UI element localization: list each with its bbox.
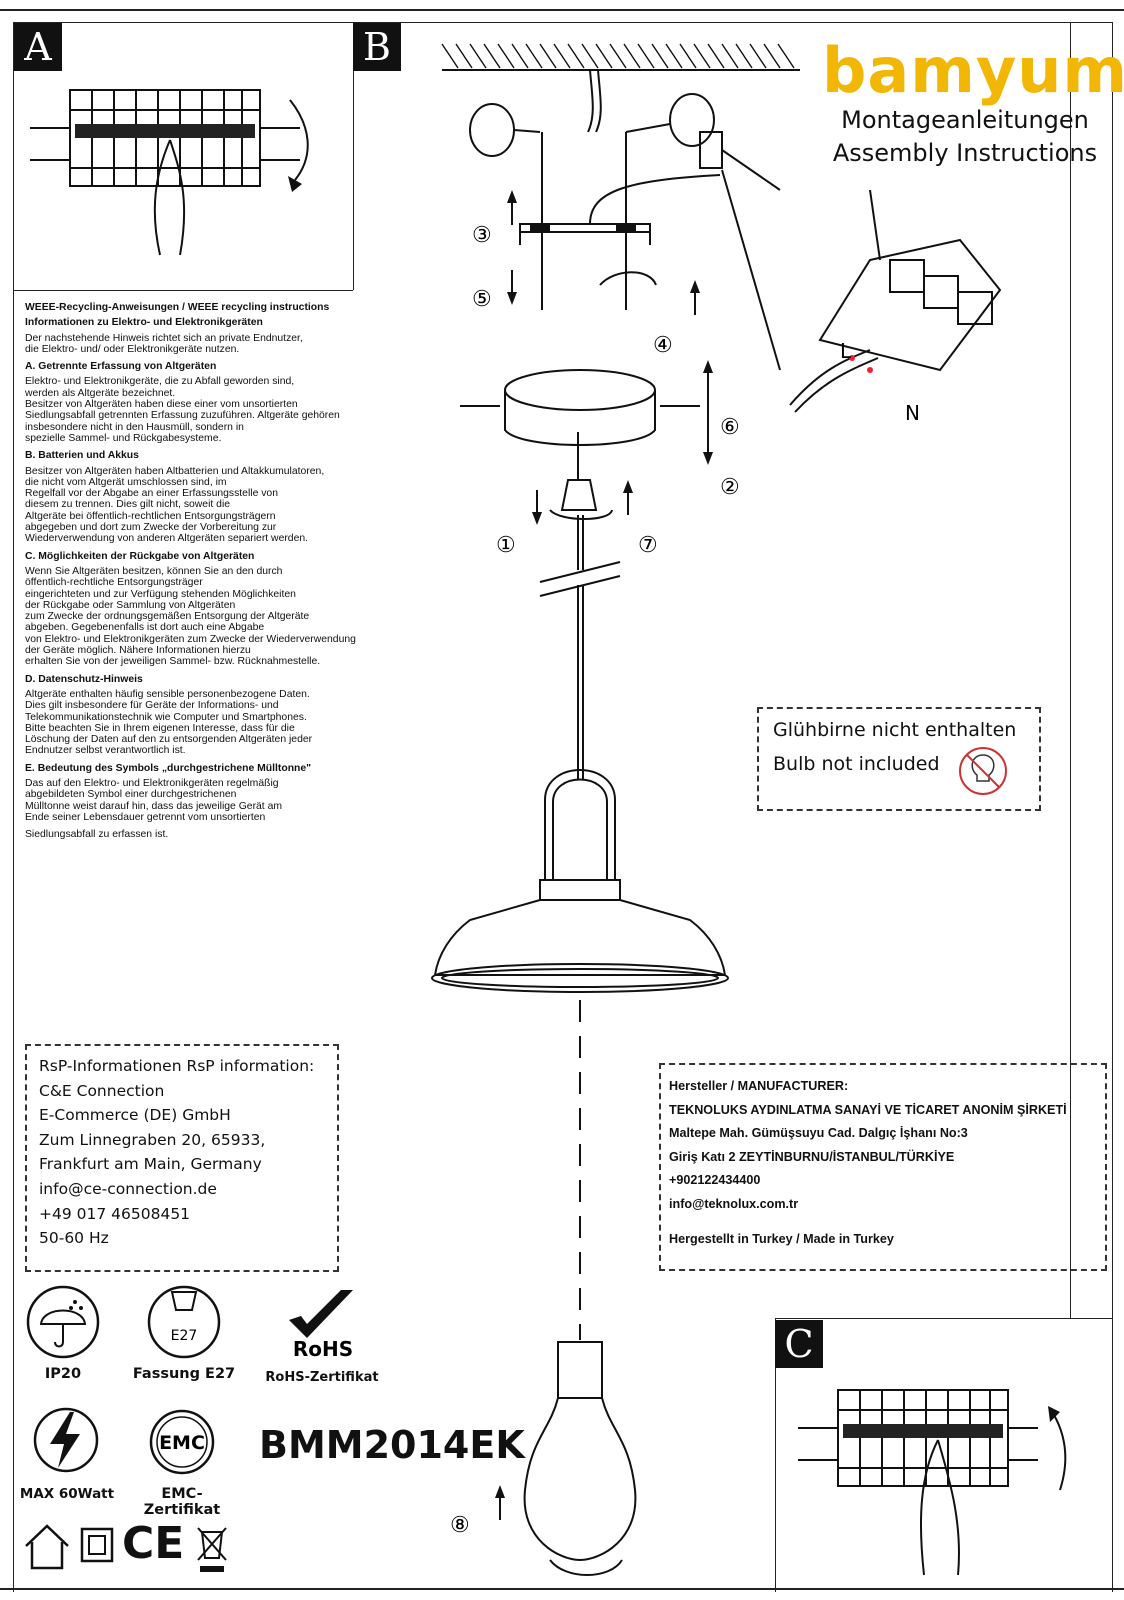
indoor-use-icon: [25, 1524, 69, 1570]
bulb-note-en: Bulb not included: [773, 753, 940, 775]
panel-a-right: [353, 22, 354, 290]
right-border: [1112, 22, 1113, 1592]
rsp-title: RsP-Informationen RsP information:: [39, 1057, 315, 1075]
step-8-label: ⑧: [450, 1513, 470, 1538]
rsp-line: C&E Connection: [39, 1081, 165, 1100]
weee-text-e: Das auf den Elektro- und Elektronikgerät…: [25, 777, 283, 823]
weee-title: WEEE-Recycling-Anweisungen / WEEE recycl…: [25, 302, 330, 313]
rsp-line: Zum Linnegraben 20, 65933,: [39, 1130, 266, 1149]
e27-label: Fassung E27: [132, 1366, 236, 1382]
class-ii-icon: [80, 1527, 114, 1563]
step-2-label: ②: [720, 475, 740, 500]
breaker-off-illustration: [30, 89, 309, 256]
weee-text-c: Wenn Sie Altgeräten besitzen, können Sie…: [25, 565, 356, 668]
model-number: BMM2014EK: [259, 1423, 525, 1467]
bulb-note-de: Glühbirne nicht enthalten: [773, 719, 1017, 741]
made-in: Hergestellt in Turkey / Made in Turkey: [669, 1232, 894, 1246]
manufacturer-name: TEKNOLUKS AYDINLATMA SANAYİ VE TİCARET A…: [669, 1102, 1067, 1117]
step-7-label: ⑦: [638, 533, 658, 558]
manufacturer-address: Maltepe Mah. Gümüşsuyu Cad. Dalgıç İşhan…: [669, 1126, 968, 1140]
ip20-label: IP20: [44, 1366, 82, 1382]
crossed-bin-icon: [197, 1527, 227, 1572]
inner-top-border: [13, 22, 1113, 23]
breaker-on-illustration: [798, 1389, 1067, 1576]
panel-a-bottom: [13, 290, 353, 291]
rsp-phone: +49 017 46508451: [39, 1204, 191, 1223]
weee-heading-a: A. Getrennte Erfassung von Altgeräten: [25, 361, 217, 373]
top-border: [0, 9, 1124, 11]
rsp-line: Frankfurt am Main, Germany: [39, 1155, 262, 1174]
manufacturer-phone: +902122434400: [669, 1173, 761, 1187]
weee-subtitle: Informationen zu Elektro- und Elektronik…: [25, 317, 263, 329]
e27-socket-icon: E27: [147, 1285, 221, 1359]
weee-closing: Siedlungsabfall zu erfassen ist.: [25, 829, 169, 841]
step-4-label: ④: [653, 333, 673, 358]
right-inner-line: [1070, 22, 1071, 1318]
e27-inner-text: E27: [171, 1328, 198, 1344]
step-5-label: ⑤: [472, 287, 492, 312]
bulb-not-included-note: Glühbirne nicht enthalten Bulb not inclu…: [757, 707, 1041, 811]
title-en: Assembly Instructions: [832, 139, 1098, 167]
wire-l-label: L: [840, 339, 852, 363]
weee-text-d: Altgeräte enthalten häufig sensible pers…: [25, 688, 313, 757]
panel-b-tag: B: [353, 23, 401, 71]
weee-heading-b: B. Batterien und Akkus: [25, 450, 139, 462]
manufacturer-heading: Hersteller / MANUFACTURER:: [669, 1079, 849, 1093]
emc-mark: EMC: [159, 1432, 205, 1454]
manufacturer-email: info@teknolux.com.tr: [669, 1196, 799, 1211]
wire-n-label: N: [905, 401, 920, 425]
rohs-mark: RoHS: [293, 1337, 353, 1358]
panel-a-tag: A: [14, 23, 62, 71]
brand-logo: bamyum: [822, 34, 1124, 107]
panel-c-top: [775, 1318, 1112, 1319]
umbrella-icon: [26, 1285, 100, 1359]
left-border: [13, 22, 14, 1592]
manufacturer-address: Giriş Katı 2 ZEYTİNBURNU/İSTANBUL/TÜRKİY…: [669, 1149, 955, 1164]
rsp-frequency: 50-60 Hz: [39, 1229, 109, 1248]
manual-title: Montageanleitungen Assembly Instructions: [830, 104, 1100, 170]
no-bulb-icon: [959, 747, 1007, 795]
weee-heading-d: D. Datenschutz-Hinweis: [25, 673, 143, 685]
rohs-label: RoHS-Zertifikat: [265, 1370, 379, 1385]
step-6-label: ⑥: [720, 415, 740, 440]
weee-text-b: Besitzer von Altgeräten haben Altbatteri…: [25, 465, 325, 545]
panel-c-left: [775, 1318, 776, 1592]
lightning-icon: [33, 1407, 99, 1473]
max-watt-label: MAX 60Watt: [19, 1486, 115, 1502]
title-de: Montageanleitungen: [841, 106, 1089, 134]
bottom-border: [0, 1588, 1124, 1590]
rsp-information: RsP-Informationen RsP information: C&E C…: [25, 1044, 339, 1272]
rsp-email: info@ce-connection.de: [39, 1179, 217, 1198]
weee-intro: Der nachstehende Hinweis richtet sich an…: [25, 332, 303, 355]
weee-heading-c: C. Möglichkeiten der Rückgabe von Altger…: [25, 550, 255, 562]
rohs-icon: RoHS: [289, 1290, 353, 1358]
weee-text-a: Elektro- und Elektronikgeräte, die zu Ab…: [25, 376, 340, 444]
weee-instructions: WEEE-Recycling-Anweisungen / WEEE recycl…: [25, 298, 445, 846]
emc-label: EMC-Zertifikat: [143, 1486, 221, 1518]
rsp-line: E-Commerce (DE) GmbH: [39, 1106, 231, 1125]
manufacturer-information: Hersteller / MANUFACTURER: TEKNOLUKS AYD…: [659, 1063, 1107, 1271]
step-3-label: ③: [472, 223, 492, 248]
assembly-drawing: ③ ⑤ ④ ⑥ ② ① ⑦ ⑧ L N: [431, 43, 1002, 1576]
emc-icon: EMC: [149, 1409, 215, 1475]
panel-c-tag: C: [775, 1320, 823, 1368]
weee-heading-e: E. Bedeutung des Symbols „durchgestriche…: [25, 762, 312, 774]
ce-mark: CE: [122, 1518, 185, 1569]
step-1-label: ①: [496, 533, 516, 558]
